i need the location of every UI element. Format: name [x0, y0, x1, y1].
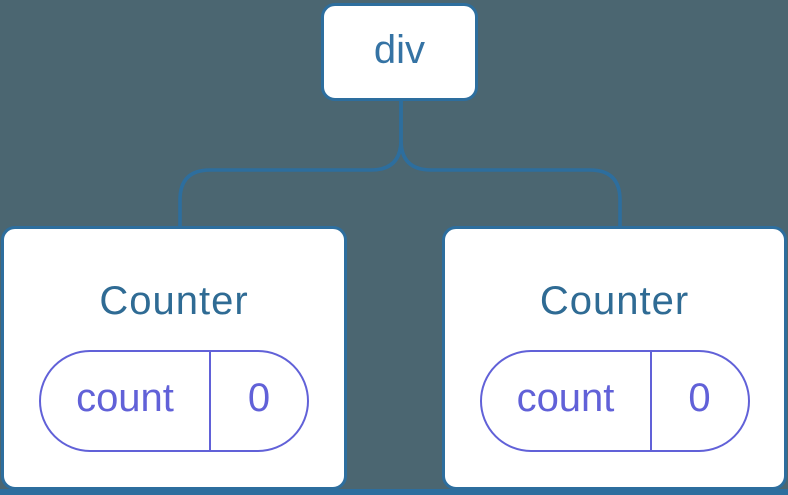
connector-left-branch [178, 101, 403, 226]
state-name-label: count [516, 376, 615, 420]
counter-title: Counter [99, 279, 249, 323]
state-value-cell: 0 [211, 352, 307, 450]
state-pill: count 0 [39, 350, 309, 452]
state-name-label: count [76, 376, 174, 420]
state-value-label: 0 [688, 376, 711, 420]
state-pill: count 0 [479, 350, 750, 452]
root-node-div: div [321, 3, 478, 101]
bottom-border-bar [0, 489, 788, 495]
state-name-cell: count [482, 352, 652, 450]
state-value-cell: 0 [652, 352, 748, 450]
counter-title: Counter [539, 279, 690, 323]
state-value-label: 0 [247, 376, 271, 420]
state-name-cell: count [41, 352, 211, 450]
counter-node-left: Counter count 0 [1, 226, 347, 490]
root-node-label: div [373, 28, 426, 72]
connector-right-branch [399, 101, 622, 226]
counter-node-right: Counter count 0 [442, 226, 787, 490]
